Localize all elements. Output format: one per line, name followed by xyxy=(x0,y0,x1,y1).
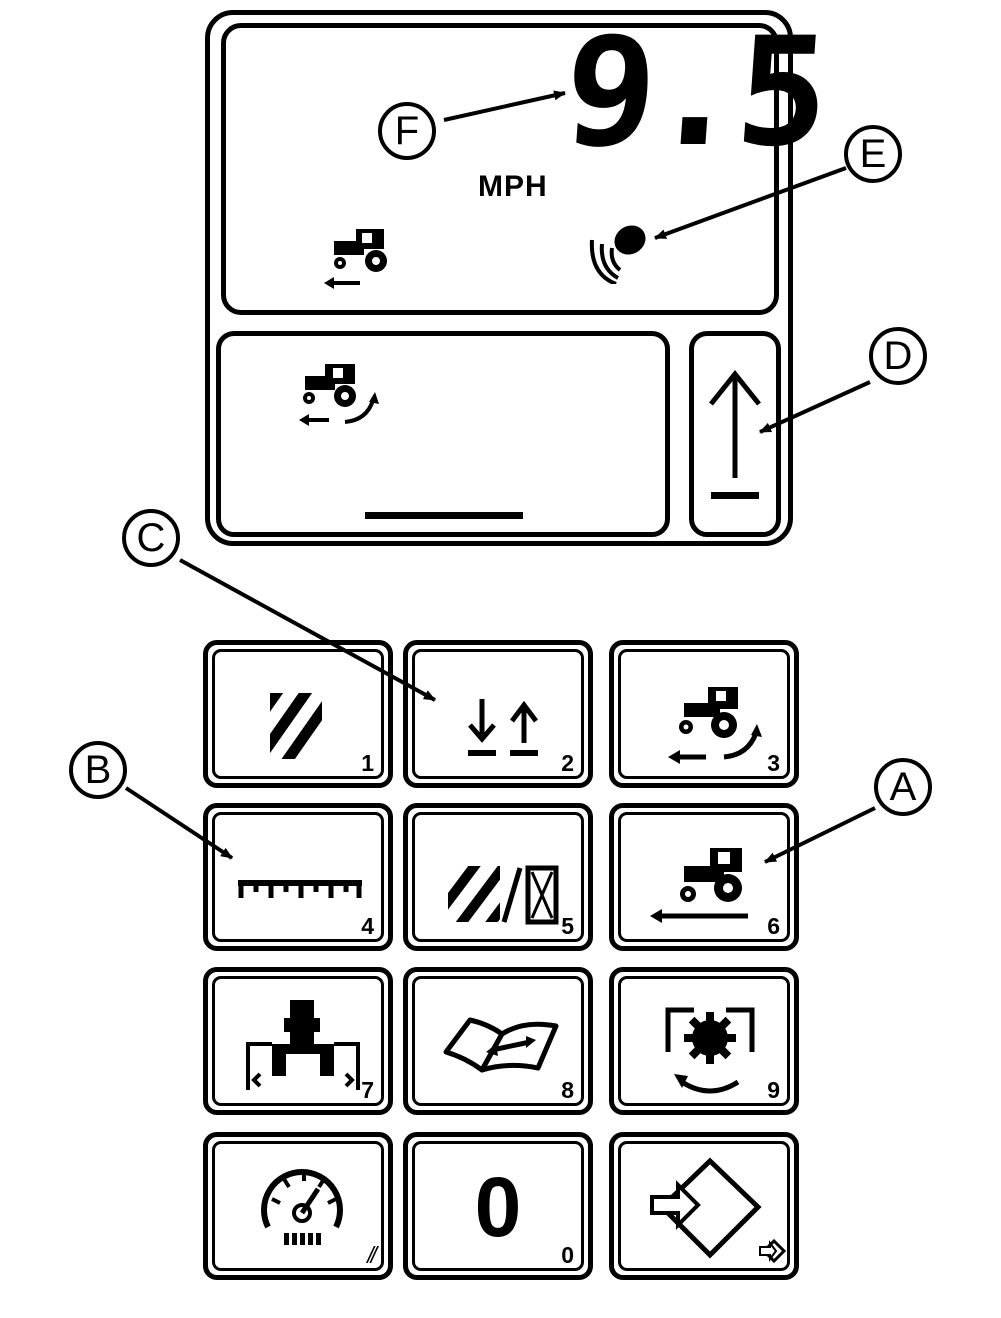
enter-icon xyxy=(614,1137,804,1290)
callout-d: D xyxy=(869,327,927,385)
ruler-icon xyxy=(208,808,398,961)
callout-b: B xyxy=(69,741,127,799)
keypad-key-12[interactable] xyxy=(609,1132,799,1280)
tractor-wheel-slip-icon xyxy=(614,645,804,798)
key-number-label: 2 xyxy=(561,750,574,776)
engine-speed-cycle-icon xyxy=(614,972,804,1125)
area-per-hour-icon xyxy=(408,808,598,961)
keypad-key-8[interactable]: 8 xyxy=(403,967,593,1115)
keypad-key-3[interactable]: 3 xyxy=(609,640,799,788)
radar-sensor-icon xyxy=(589,225,646,284)
key-number-label: 6 xyxy=(767,913,780,939)
callout-c-leader xyxy=(179,558,436,702)
operator-manual-icon xyxy=(408,972,598,1125)
key-number-label: 1 xyxy=(361,750,374,776)
display-housing xyxy=(205,10,793,546)
keypad-key-10[interactable]: // xyxy=(203,1132,393,1280)
side-lcd xyxy=(689,331,781,537)
key-number-label: 7 xyxy=(361,1077,374,1103)
main-lcd xyxy=(221,23,779,315)
lcd-underline-bar xyxy=(365,512,523,519)
key-number-label: 4 xyxy=(361,913,374,939)
key-number-label: 9 xyxy=(767,1077,780,1103)
callout-b-leader xyxy=(124,786,234,860)
tractor-ground-speed-icon xyxy=(614,808,804,961)
key-number-label: 8 xyxy=(561,1077,574,1103)
secondary-lcd xyxy=(216,331,670,537)
key-number-label: 3 xyxy=(767,750,780,776)
key-number-label: // xyxy=(367,1242,377,1268)
callout-f: F xyxy=(378,102,436,160)
callout-f-leader xyxy=(443,90,566,122)
callout-e: E xyxy=(844,125,902,183)
keypad-key-7[interactable]: 7 xyxy=(203,967,393,1115)
callout-c: C xyxy=(122,509,180,567)
keypad-key-1[interactable]: 1 xyxy=(203,640,393,788)
wheel-slip-indicator-icon xyxy=(299,364,379,426)
implement-width-icon xyxy=(208,972,398,1125)
callout-a: A xyxy=(874,758,932,816)
callout-e-leader xyxy=(654,166,847,240)
keypad-key-4[interactable]: 4 xyxy=(203,803,393,951)
key-number-label: 0 xyxy=(561,1242,574,1268)
keypad-key-6[interactable]: 6 xyxy=(609,803,799,951)
key-main-label: 0 xyxy=(474,1160,522,1254)
callout-a-leader xyxy=(764,806,876,864)
keypad-key-5[interactable]: 5 xyxy=(403,803,593,951)
keypad-key-2[interactable]: 2 xyxy=(403,640,593,788)
speed-unit-label: MPH xyxy=(478,170,548,203)
key-number-label: 5 xyxy=(561,913,574,939)
keypad-key-9[interactable]: 9 xyxy=(609,967,799,1115)
area-hatch-icon xyxy=(208,645,398,798)
tractor-speed-indicator-icon xyxy=(324,229,387,289)
callout-d-leader xyxy=(759,380,871,434)
speedometer-icon xyxy=(208,1137,398,1290)
raise-lower-icon xyxy=(408,645,598,798)
lift-up-arrow-icon xyxy=(709,369,761,499)
